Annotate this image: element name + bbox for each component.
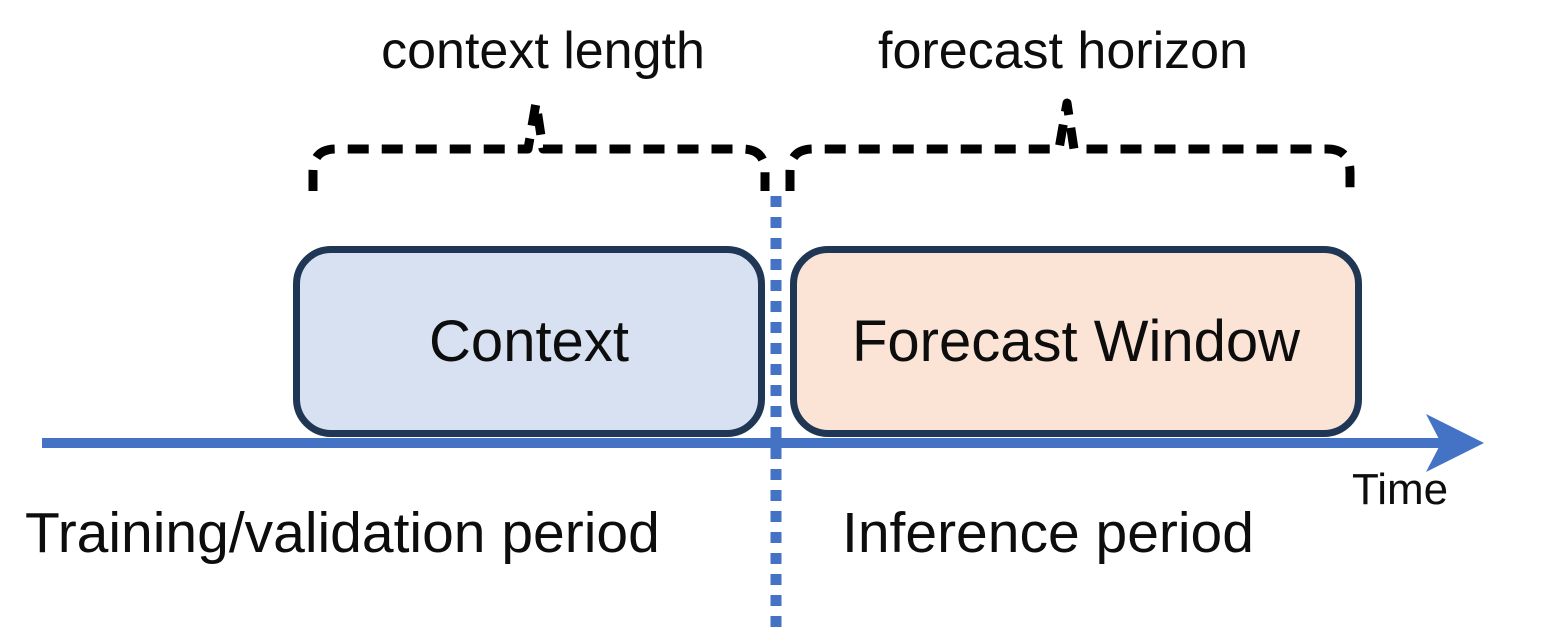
forecast-horizon-brace-icon (785, 98, 1355, 191)
training-validation-period-label: Training/validation period (25, 501, 660, 565)
context-box: Context (293, 246, 765, 437)
time-axis-arrowhead-icon (1426, 414, 1484, 472)
inference-period-label: Inference period (842, 501, 1254, 565)
context-length-brace-icon (308, 98, 770, 191)
forecast-window-box-label: Forecast Window (851, 309, 1301, 374)
forecast-horizon-annotation: forecast horizon (878, 22, 1248, 80)
context-length-annotation: context length (381, 22, 705, 80)
context-box-label: Context (429, 309, 629, 374)
forecast-window-box: Forecast Window (790, 246, 1362, 437)
time-axis-label: Time (1352, 465, 1449, 514)
